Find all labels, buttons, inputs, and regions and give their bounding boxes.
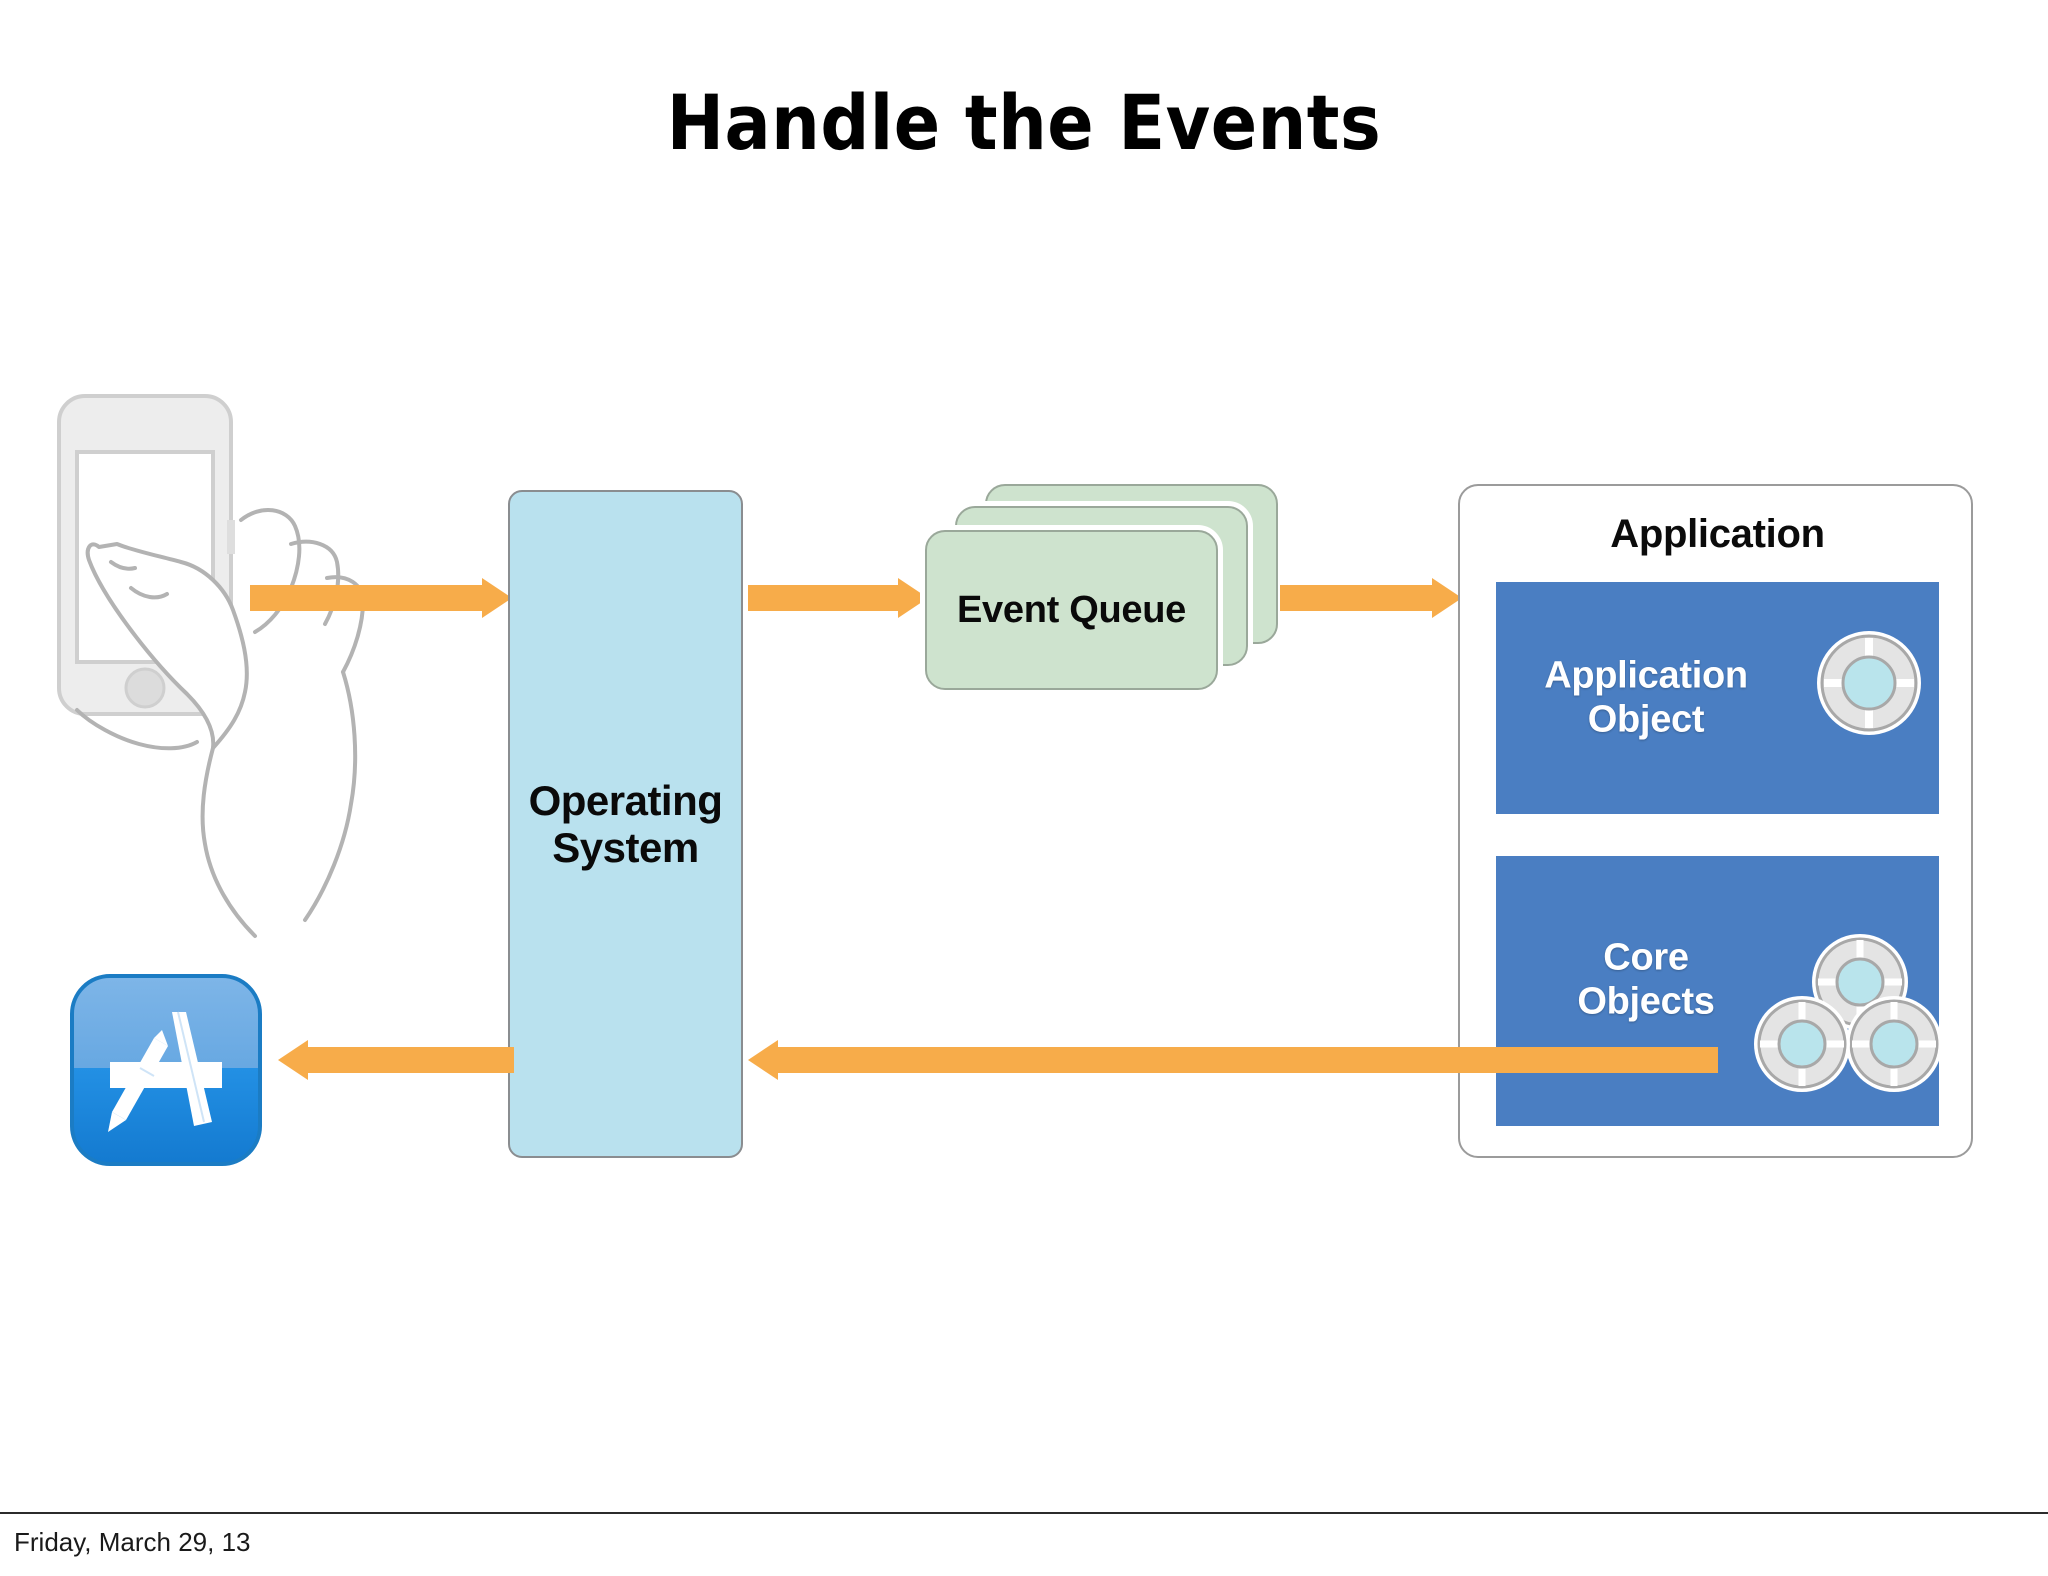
core-objects-label: Core Objects bbox=[1496, 937, 1796, 1024]
phone-with-touching-hand-illustration bbox=[55, 392, 405, 952]
arrow-os-to-app-store bbox=[278, 1040, 514, 1080]
core-objects-ring-cluster-icon bbox=[1754, 934, 1942, 1092]
operating-system-label: Operating System bbox=[529, 777, 723, 871]
event-queue-card-front[interactable]: Event Queue bbox=[925, 530, 1218, 690]
arrow-phone-to-os bbox=[250, 578, 512, 618]
event-queue-label: Event Queue bbox=[957, 588, 1186, 631]
application-object-label-line1: Application bbox=[1544, 654, 1748, 697]
application-object-panel[interactable]: Application Object bbox=[1496, 582, 1939, 814]
arrow-application-to-os bbox=[748, 1040, 1718, 1080]
app-store-icon[interactable] bbox=[68, 972, 264, 1168]
application-object-label-line2: Object bbox=[1587, 698, 1705, 740]
arrow-os-to-event-queue bbox=[748, 578, 928, 618]
smartphone-icon bbox=[57, 394, 365, 938]
arrow-event-queue-to-application bbox=[1280, 578, 1462, 618]
core-objects-label-line2: Objects bbox=[1577, 980, 1715, 1023]
core-objects-panel[interactable]: Core Objects bbox=[1496, 856, 1942, 1126]
operating-system-box[interactable]: Operating System bbox=[508, 490, 743, 1158]
event-queue-stack[interactable]: Event Queue bbox=[925, 484, 1285, 704]
footer-date: Friday, March 29, 13 bbox=[14, 1527, 251, 1557]
application-title: Application bbox=[1610, 512, 1825, 556]
ring-object-icon bbox=[1817, 631, 1921, 735]
event-flow-diagram: Operating System Event Queue Application… bbox=[55, 392, 1973, 1168]
os-label-line1: Operating bbox=[528, 776, 723, 824]
page-title: Handle the Events bbox=[666, 78, 1382, 167]
core-objects-label-line1: Core bbox=[1603, 936, 1689, 979]
application-panel[interactable]: Application Application Object bbox=[1458, 484, 1973, 1158]
application-object-label: Application Object bbox=[1496, 654, 1796, 741]
os-label-line2: System bbox=[552, 824, 699, 871]
footer-divider bbox=[0, 1512, 2048, 1514]
